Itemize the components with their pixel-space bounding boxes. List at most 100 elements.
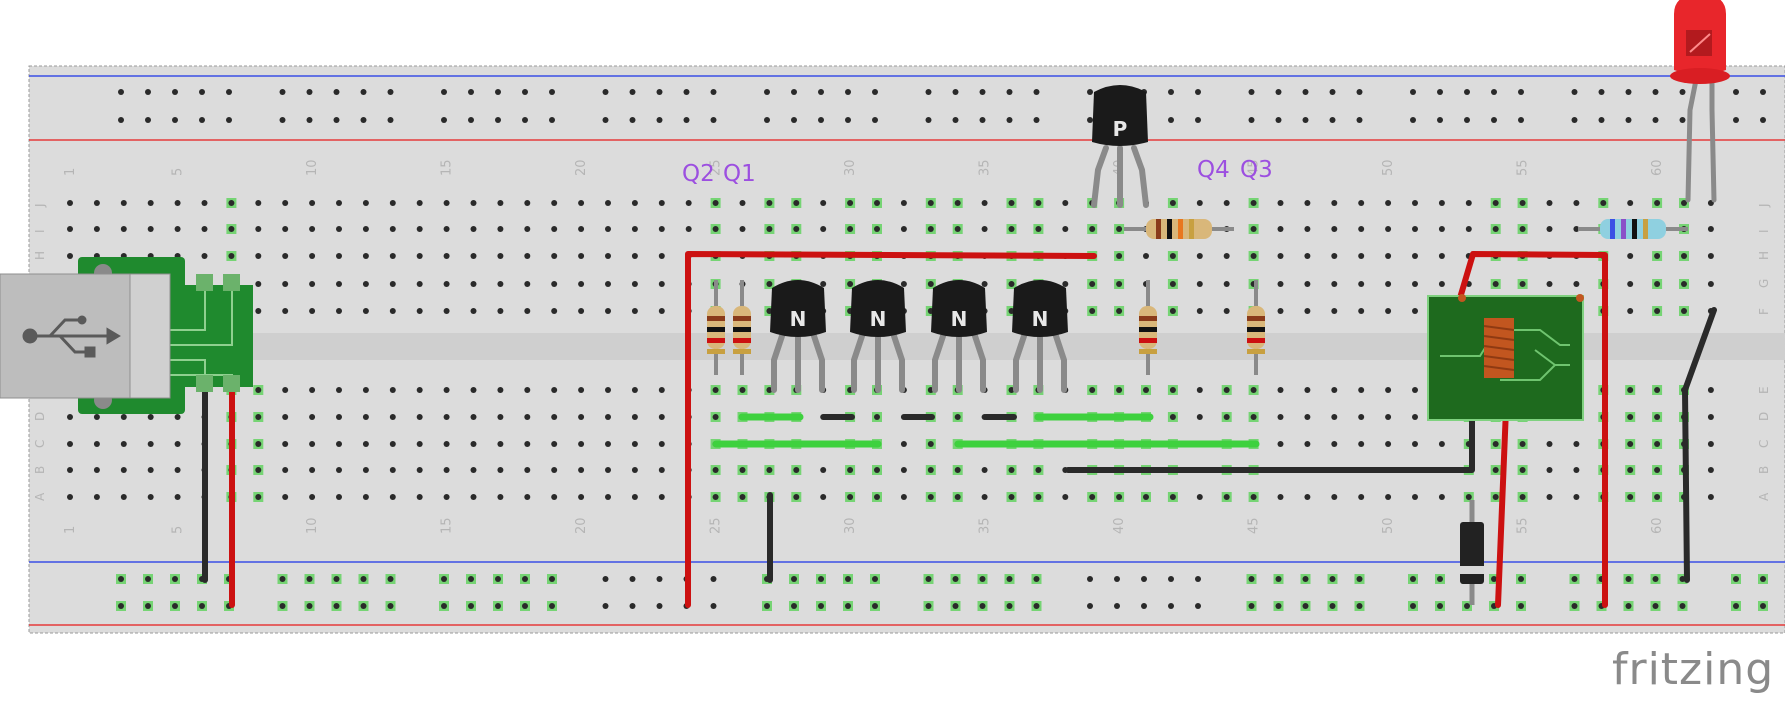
rail-hole[interactable] [1437, 117, 1443, 123]
rail-hole[interactable] [441, 576, 447, 582]
breadboard-hole[interactable] [1654, 253, 1661, 259]
breadboard-hole[interactable] [309, 467, 316, 473]
rail-hole[interactable] [333, 117, 340, 123]
breadboard-hole[interactable] [1438, 226, 1445, 232]
npn-transistor[interactable]: N [1012, 280, 1068, 393]
breadboard-hole[interactable] [900, 281, 907, 287]
breadboard-hole[interactable] [1385, 441, 1392, 447]
breadboard-hole[interactable] [1277, 414, 1284, 420]
rail-hole[interactable] [1598, 89, 1605, 95]
breadboard-hole[interactable] [282, 467, 289, 473]
breadboard-hole[interactable] [551, 494, 558, 500]
breadboard-hole[interactable] [1385, 387, 1392, 393]
breadboard-hole[interactable] [1358, 200, 1365, 206]
breadboard-hole[interactable] [1412, 200, 1418, 206]
breadboard-hole[interactable] [228, 200, 235, 206]
breadboard-hole[interactable] [362, 441, 369, 447]
breadboard-hole[interactable] [712, 494, 719, 500]
rail-hole[interactable] [1006, 576, 1013, 582]
breadboard-hole[interactable] [201, 253, 208, 259]
rail-hole[interactable] [764, 117, 770, 123]
breadboard-hole[interactable] [927, 467, 934, 473]
rail-hole[interactable] [1518, 576, 1524, 582]
breadboard-hole[interactable] [93, 467, 100, 473]
breadboard-hole[interactable] [255, 200, 262, 206]
breadboard-hole[interactable] [497, 414, 504, 420]
rail-hole[interactable] [549, 576, 555, 582]
rail-hole[interactable] [1679, 603, 1686, 609]
npn-transistor[interactable]: N [931, 280, 987, 393]
breadboard-hole[interactable] [874, 414, 880, 420]
breadboard-hole[interactable] [712, 414, 719, 420]
breadboard-hole[interactable] [1358, 494, 1365, 500]
breadboard-hole[interactable] [309, 441, 316, 447]
breadboard-hole[interactable] [362, 281, 369, 287]
breadboard-hole[interactable] [282, 253, 289, 259]
rail-hole[interactable] [710, 603, 717, 609]
breadboard-hole[interactable] [1331, 253, 1338, 259]
breadboard-hole[interactable] [1546, 281, 1553, 287]
breadboard-hole[interactable] [93, 200, 100, 206]
rail-hole[interactable] [872, 117, 878, 123]
breadboard-hole[interactable] [551, 253, 558, 259]
rail-hole[interactable] [549, 603, 555, 609]
rail-hole[interactable] [1437, 89, 1443, 95]
breadboard-hole[interactable] [739, 467, 746, 473]
breadboard-hole[interactable] [67, 253, 73, 259]
rail-hole[interactable] [118, 603, 124, 609]
rail-hole[interactable] [979, 603, 986, 609]
rail-hole[interactable] [522, 576, 528, 582]
breadboard-hole[interactable] [255, 281, 262, 287]
rail-hole[interactable] [1033, 603, 1040, 609]
rail-hole[interactable] [791, 89, 797, 95]
breadboard-hole[interactable] [1654, 281, 1661, 287]
breadboard-hole[interactable] [1707, 494, 1714, 500]
rail-hole[interactable] [1033, 576, 1040, 582]
breadboard-hole[interactable] [874, 226, 880, 232]
breadboard-hole[interactable] [524, 494, 531, 500]
breadboard-hole[interactable] [739, 387, 746, 393]
breadboard-hole[interactable] [1358, 441, 1365, 447]
breadboard-hole[interactable] [416, 494, 423, 500]
rail-hole[interactable] [818, 603, 824, 609]
breadboard-hole[interactable] [847, 226, 854, 232]
breadboard-hole[interactable] [712, 200, 719, 206]
breadboard-hole[interactable] [551, 200, 558, 206]
breadboard-hole[interactable] [1062, 281, 1069, 287]
breadboard-hole[interactable] [67, 200, 73, 206]
breadboard-hole[interactable] [1304, 387, 1311, 393]
breadboard-hole[interactable] [1062, 226, 1069, 232]
breadboard-hole[interactable] [578, 281, 585, 287]
breadboard-hole[interactable] [174, 467, 181, 473]
black-wire[interactable] [1065, 413, 1475, 473]
breadboard-hole[interactable] [1707, 467, 1714, 473]
rail-hole[interactable] [1033, 89, 1040, 95]
rail-hole[interactable] [1625, 576, 1632, 582]
breadboard-hole[interactable] [605, 200, 611, 206]
breadboard-hole[interactable] [416, 200, 423, 206]
breadboard-hole[interactable] [927, 441, 934, 447]
rail-hole[interactable] [629, 89, 636, 95]
rail-hole[interactable] [306, 89, 313, 95]
breadboard-hole[interactable] [309, 226, 316, 232]
rail-hole[interactable] [791, 117, 797, 123]
rail-hole[interactable] [1195, 576, 1201, 582]
rail-hole[interactable] [387, 603, 394, 609]
breadboard-hole[interactable] [336, 441, 342, 447]
breadboard-hole[interactable] [1035, 200, 1042, 206]
rail-hole[interactable] [925, 89, 932, 95]
breadboard-hole[interactable] [1250, 494, 1257, 500]
breadboard-hole[interactable] [470, 387, 477, 393]
breadboard-hole[interactable] [443, 467, 450, 473]
breadboard-hole[interactable] [605, 494, 611, 500]
rail-hole[interactable] [118, 576, 124, 582]
breadboard-hole[interactable] [1277, 494, 1284, 500]
rail-hole[interactable] [1625, 89, 1632, 95]
rail-hole[interactable] [710, 576, 717, 582]
breadboard-hole[interactable] [470, 281, 477, 287]
breadboard-hole[interactable] [1546, 226, 1553, 232]
breadboard-hole[interactable] [578, 226, 585, 232]
rail-hole[interactable] [279, 576, 286, 582]
breadboard-hole[interactable] [1573, 281, 1580, 287]
rail-hole[interactable] [360, 603, 367, 609]
